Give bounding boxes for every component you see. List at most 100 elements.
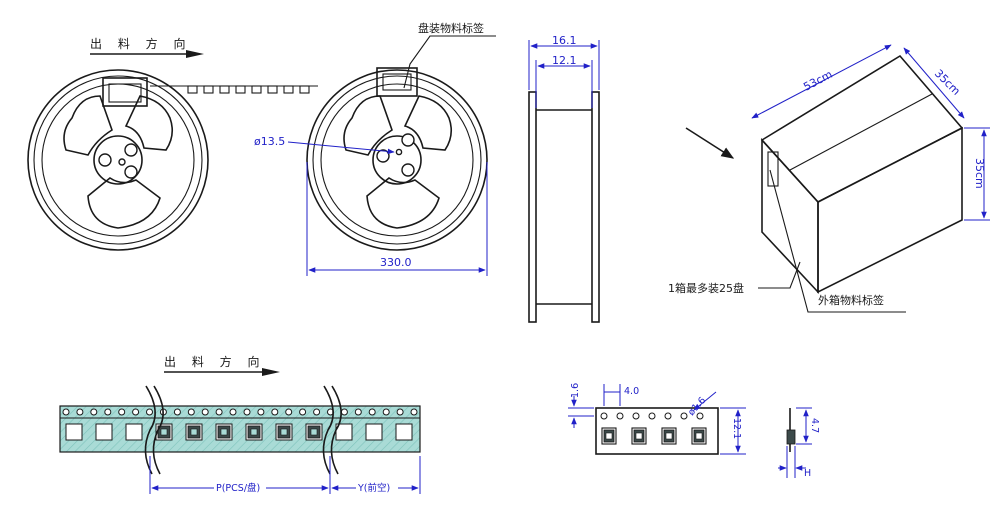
box-label-leader: [769, 169, 906, 313]
reel-left-hub: [93, 135, 143, 185]
detail-component-pad: [605, 432, 613, 440]
tape-pocket: [283, 85, 294, 94]
box-label-patch: [767, 151, 779, 187]
tape-height-label: H: [804, 468, 811, 479]
box-front-face: [761, 137, 819, 295]
hub-diameter-label: ø13.5: [254, 135, 285, 148]
tape-thickness-label: 4.7: [809, 418, 820, 433]
tape-break-mark-right: [322, 385, 334, 475]
reel-side-flange-right: [591, 91, 600, 323]
sprocket-hole: [76, 408, 84, 416]
component-pad: [220, 428, 228, 436]
box-capacity-label: 1箱最多装25盘: [668, 281, 744, 295]
sprocket-hole: [90, 408, 98, 416]
box-width-label: 35cm: [932, 67, 963, 98]
box-height-label: 35cm: [973, 158, 986, 189]
sprocket-hole: [229, 408, 237, 416]
hole-pitch-label: 4.0: [624, 386, 639, 397]
tape-feed-direction-label: 出 料 方 向: [164, 354, 265, 369]
detail-component-pad: [635, 432, 643, 440]
detail-pocket: [631, 427, 647, 445]
reel-right-spoke-1: [343, 95, 393, 156]
detail-pocket: [691, 427, 707, 445]
sprocket-hole: [257, 408, 265, 416]
reel-side-view: 16.1 12.1: [528, 34, 600, 323]
tape-pocket: [125, 423, 143, 441]
detail-sprocket-hole: [696, 412, 704, 420]
sprocket-hole: [299, 408, 307, 416]
reel-side-flange-left: [528, 91, 537, 323]
reel-right: 盘装物料标签 ø13.5 330.0: [254, 21, 496, 276]
tape-cross-section: 4.7 H: [778, 407, 820, 479]
sprocket-hole: [215, 408, 223, 416]
reel-left-outer-rim: [27, 69, 209, 251]
reel-diameter-label: 330.0: [380, 256, 412, 269]
sprocket-hole: [410, 408, 418, 416]
sprocket-hole: [382, 408, 390, 416]
feed-direction-arrowhead: [186, 50, 204, 58]
component-pad: [280, 428, 288, 436]
box-label-text: 外箱物料标签: [818, 293, 884, 307]
detail-component-pad: [665, 432, 673, 440]
sprocket-hole: [340, 408, 348, 416]
sprocket-hole: [118, 408, 126, 416]
sprocket-hole: [243, 408, 251, 416]
box-pointer-arrow: [685, 127, 735, 159]
hole-offset-label: 1.6: [570, 383, 581, 398]
tape-detail: 1.6 4.0 ø1.6 12.1: [568, 383, 746, 455]
reel-left-tape-pockets: [187, 85, 310, 94]
tape-pocket: [235, 85, 246, 94]
reel-right-hub: [372, 135, 422, 185]
reel-left-spoke-1: [63, 95, 113, 156]
tape-pocket: [95, 423, 113, 441]
detail-sprocket-hole: [664, 412, 672, 420]
detail-component-pad: [695, 432, 703, 440]
sprocket-hole: [62, 408, 70, 416]
tape-detail-body: [595, 407, 719, 455]
box-side-face: [817, 126, 963, 294]
box-width-dimension: [903, 47, 965, 119]
reel-left-label-window: [102, 77, 148, 107]
sprocket-hole: [271, 408, 279, 416]
tape-detail-pockets: [601, 427, 707, 445]
tape-detail-holes: [600, 412, 704, 420]
tape-section-pocket: [786, 429, 796, 445]
tape-pocket: [187, 85, 198, 94]
tape-break-mark-left: [144, 385, 156, 475]
hole-diameter-label: ø1.6: [686, 395, 708, 418]
sprocket-hole: [368, 408, 376, 416]
tape-pocket: [219, 85, 230, 94]
detail-sprocket-hole: [680, 412, 688, 420]
sprocket-hole: [396, 408, 404, 416]
tape-pocket: [65, 423, 83, 441]
component-pad: [190, 428, 198, 436]
tape-pocket: [251, 85, 262, 94]
detail-sprocket-hole: [632, 412, 640, 420]
sprocket-hole: [354, 408, 362, 416]
tape-width-label: 12.1: [731, 418, 742, 439]
hub-diameter-leader: [287, 141, 395, 155]
leader-empty-label: Y(前空): [357, 482, 390, 494]
tape-pocket: [267, 85, 278, 94]
box-length-label: 53cm: [801, 68, 834, 94]
tape-pocket: [299, 85, 310, 94]
shipping-box: 53cm 35cm 35cm 1箱最多装25盘 外箱物料标签: [668, 44, 990, 313]
carrier-tape: 出 料 方 向 P(PCS/盘) Y(前空): [59, 354, 421, 494]
pcs-per-reel-label: P(PCS/盘): [216, 482, 260, 494]
tape-pocket: [395, 423, 413, 441]
sprocket-hole: [187, 408, 195, 416]
reel-left-spoke-3: [87, 177, 161, 229]
reel-right-spoke-3: [366, 177, 440, 229]
box-top-seam: [789, 93, 933, 171]
sprocket-hole: [285, 408, 293, 416]
reel-right-outer-rim: [306, 69, 488, 251]
box-length-dimension: [751, 44, 892, 119]
reel-label-leader: [403, 35, 496, 89]
reel-right-spoke-2: [403, 95, 453, 151]
reel-label-text: 盘装物料标签: [418, 21, 484, 35]
reel-right-label-window: [376, 67, 418, 97]
detail-sprocket-hole: [600, 412, 608, 420]
reel-width-outer-label: 16.1: [552, 34, 577, 47]
detail-sprocket-hole: [648, 412, 656, 420]
sprocket-hole: [104, 408, 112, 416]
